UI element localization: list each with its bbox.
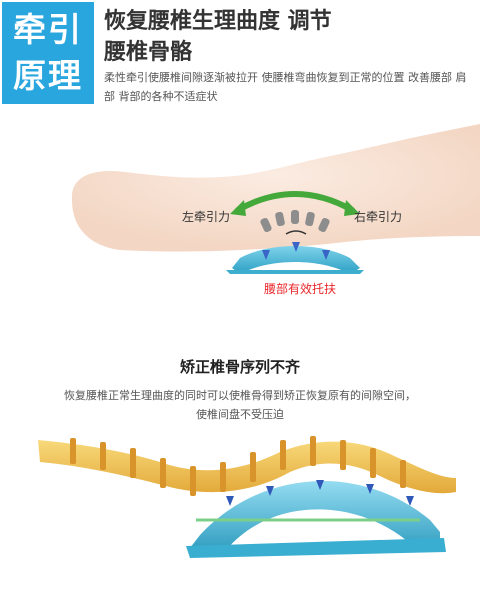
- arrow-head-left: [230, 200, 246, 216]
- header-description: 柔性牵引使腰椎间隙逐渐被拉开 使腰椎弯曲恢复到正常的位置 改善腰部 肩部 背部的…: [104, 71, 467, 103]
- spine-column: [38, 440, 456, 494]
- arrow-head-right: [344, 200, 360, 216]
- correction-arrows: [226, 480, 414, 506]
- title-line-2: 腰椎骨骼: [104, 40, 193, 65]
- body-silhouette: [71, 124, 480, 252]
- right-traction-label: 右牵引力: [354, 210, 403, 224]
- spine-diagram: [38, 436, 456, 558]
- badge-line-2: 原理: [13, 56, 83, 95]
- traction-arrow: [235, 191, 355, 213]
- vertebrae-marks: [260, 210, 330, 233]
- vertebrae: [70, 436, 406, 496]
- spine-curve-mark: [285, 230, 307, 235]
- waist-support-label: 腰部有效托扶: [264, 282, 337, 296]
- spine-device: [190, 480, 440, 548]
- support-arrows: [262, 242, 330, 260]
- section2-title: 矫正椎骨序列不齐: [179, 358, 300, 376]
- traction-diagram: [71, 124, 480, 274]
- page-title: 恢复腰椎生理曲度 调节 腰椎骨骼: [104, 6, 474, 68]
- badge-line-1: 牵引: [13, 10, 83, 49]
- left-traction-label: 左牵引力: [182, 210, 231, 224]
- section2-description: 恢复腰椎正常生理曲度的同时可以使椎骨得到矫正恢复原有的间隙空间，使椎间盘不受压迫: [64, 389, 416, 421]
- title-line-1: 恢复腰椎生理曲度 调节: [104, 9, 332, 34]
- section-badge: 牵引 原理: [2, 2, 94, 104]
